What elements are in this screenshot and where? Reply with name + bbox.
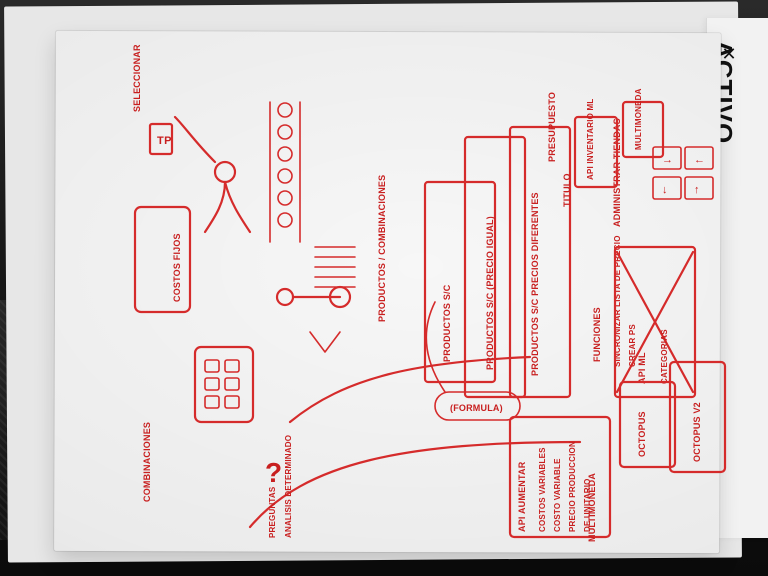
combinaciones-label: COMBINACIONES: [142, 422, 152, 502]
arrow-left-box: [684, 146, 714, 170]
seleccionar-label: SELECCIONAR: [132, 44, 142, 112]
octopus-box: [618, 380, 677, 469]
preguntas-label: PREGUNTAS: [268, 486, 277, 538]
arrow-up-box: [684, 176, 714, 200]
tp-label: TP: [157, 135, 172, 147]
octopus-v2-box: [668, 360, 727, 474]
funciones-label: FUNCIONES: [592, 307, 602, 362]
brand-mark-icon: ✕: [721, 43, 737, 64]
productos-sc-precio-igual-box: [463, 135, 527, 399]
costos-fijos-box: [133, 205, 192, 314]
arrow-right-box: [652, 146, 682, 170]
precio-produccion-label: PRECIO PRODUCCION: [568, 441, 577, 532]
arrow-right-icon: →: [662, 154, 673, 166]
presupuesto-label: PRESUPUESTO: [547, 92, 557, 162]
api-aumentar-label: API AUMENTAR: [517, 461, 527, 532]
sketch-arc-1: [248, 440, 582, 529]
tree-branch-2: [223, 180, 252, 234]
preguntas-sub-label: ANALISIS DETERMINADO: [284, 435, 293, 538]
productos-combinaciones-label: PRODUCTOS / COMBINACIONES: [377, 175, 387, 322]
api-multimoneda-box: [621, 100, 665, 159]
pin-lines: [309, 331, 341, 353]
arrow-up-icon: ↑: [694, 184, 700, 196]
api-aumentar-box: [508, 415, 612, 539]
hand-drawn-diagram: COSTOS FIJOS SELECCIONAR TP COMBINACIO: [132, 44, 727, 542]
costos-variables-label: COSTOS VARIABLES: [538, 447, 547, 532]
tp-box: [148, 122, 174, 156]
api-multimoneda-label: MULTIMONEDA: [634, 88, 643, 150]
productos-sc-box: [423, 180, 497, 384]
api-ml-cross: [615, 250, 695, 394]
list-marks: [314, 246, 356, 288]
crear-ps-label: CREAR PS: [628, 324, 637, 367]
api-ml-box: [613, 245, 697, 399]
octopus-v2-label: OCTOPUS V2: [692, 402, 702, 462]
sincronizar-lista-precio-label: SINCRONIZAR LISTA DE PRECIO: [613, 235, 622, 367]
costo-variable-label: COSTO VARIABLE: [553, 458, 562, 532]
tree-branch-3: [173, 115, 217, 164]
productos-sc-precios-diferentes-label: PRODUCTOS S/C PRECIOS DIFERENTES: [530, 192, 540, 376]
de-unitario-label: DE UNITARIO: [583, 478, 592, 532]
arrow-down-box: [652, 176, 682, 200]
tree-branch-1: [203, 180, 227, 234]
combinaciones-box: [193, 345, 255, 424]
question-mark-icon: ?: [265, 457, 283, 488]
arrow-left-icon: ←: [694, 154, 705, 166]
titulo-label: TITULO: [562, 173, 572, 207]
pin-circle-1: [275, 287, 295, 307]
api-inventario-label: API INVENTARIO ML: [586, 99, 595, 180]
tree-node-root: [213, 160, 237, 184]
categorias-label: CATEGORIAS: [660, 329, 669, 384]
formula-pill: [434, 391, 521, 421]
multimoneda-label: MULTIMONEDA: [587, 473, 597, 542]
circle-ladder: [269, 101, 301, 243]
api-inventario-box: [573, 115, 619, 189]
sketch-arc-2: [288, 355, 532, 424]
arrow-down-icon: ↓: [662, 184, 668, 196]
costos-fijos-label: COSTOS FIJOS: [172, 233, 182, 302]
octopus-label: OCTOPUS: [637, 411, 647, 457]
api-ml-label: API ML: [637, 352, 647, 384]
formula-label: (FORMULA): [450, 403, 503, 413]
productos-sc-precio-igual-label: PRODUCTOS S/C (PRECIO IGUAL): [485, 216, 495, 370]
productos-sc-precios-diferentes-box: [508, 125, 572, 399]
productos-sc-label: PRODUCTOS S/C: [442, 284, 452, 362]
